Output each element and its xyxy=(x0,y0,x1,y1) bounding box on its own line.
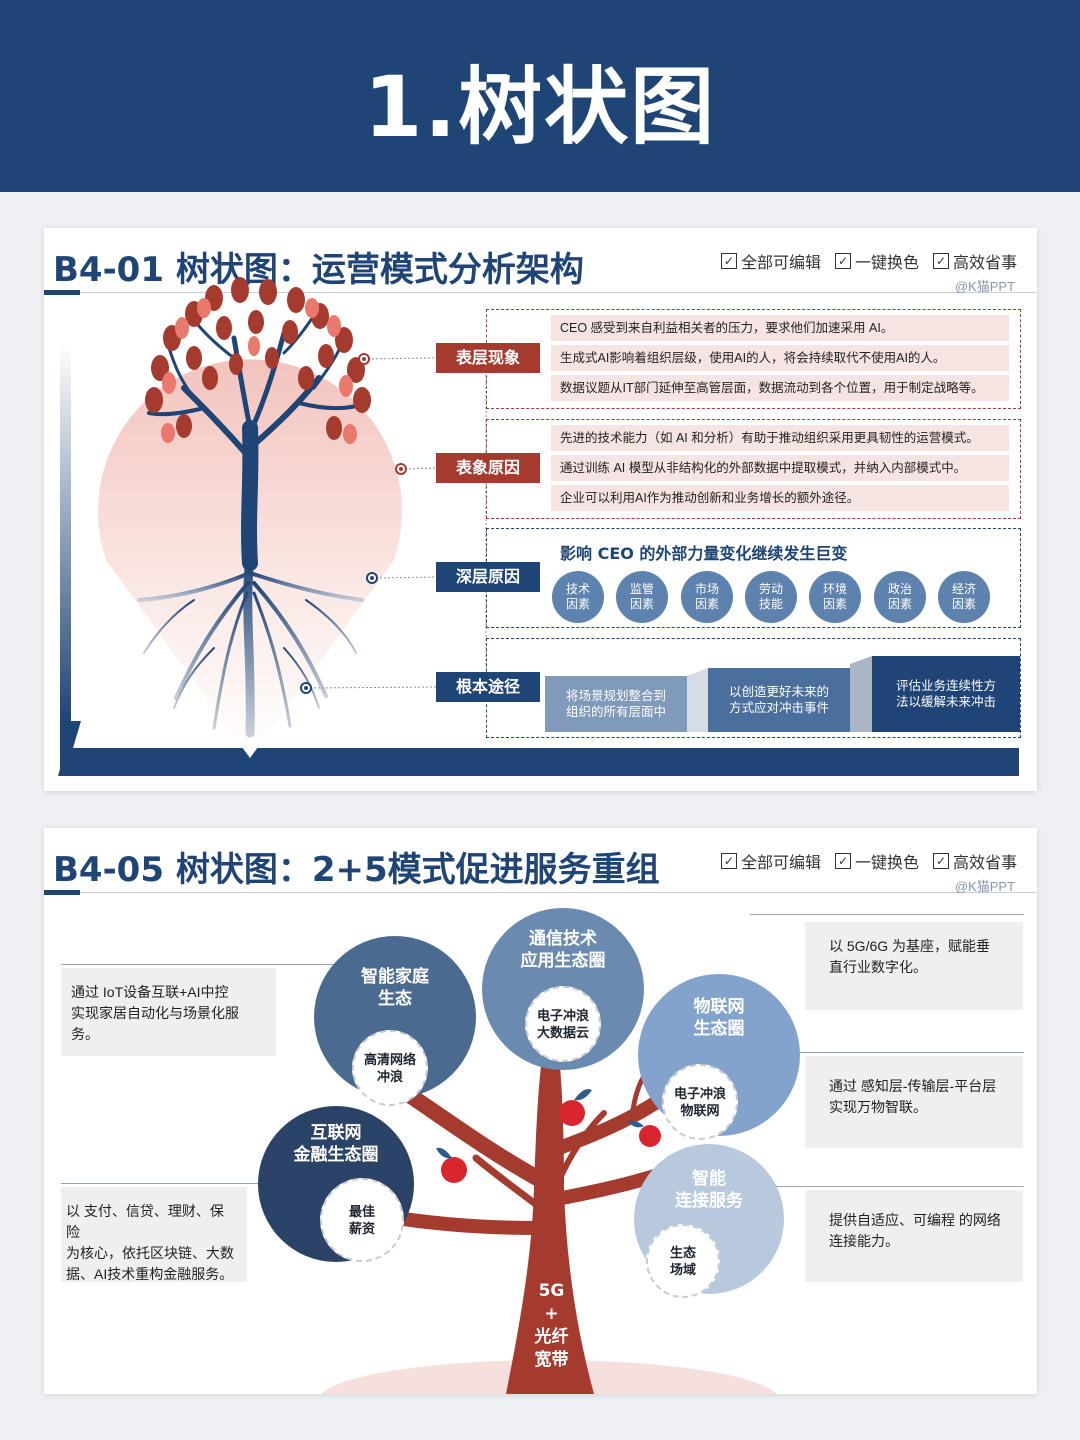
author-credit: @K猫PPT xyxy=(954,879,1015,894)
checkbox-icon: ✓ xyxy=(720,253,737,269)
feature-checklist: ✓全部可编辑 ✓一键换色 ✓高效省事 xyxy=(720,849,1017,873)
factor-circle: 政治因素 xyxy=(874,571,926,623)
title-divider xyxy=(44,292,1037,293)
tree-leaves xyxy=(145,277,371,444)
root-step-2: 以创造更好未来的方式应对冲击事件 xyxy=(708,668,850,732)
checkbox-icon: ✓ xyxy=(834,853,851,869)
desc-finance: 以 支付、信贷、理财、保险为核心，依托区块链、大数据、AI技术重构金融服务。 xyxy=(61,1187,247,1282)
bubble-title: 智能连接服务 xyxy=(675,1169,743,1211)
tree-illustration xyxy=(58,277,1019,776)
base-platform xyxy=(58,748,1019,776)
tree-roots xyxy=(137,553,364,738)
apparent-row: 企业可以利用AI作为推动创新和业务增长的额外途径。 xyxy=(551,485,1009,511)
surface-row: 数据议题从IT部门延伸至高管层面，数据流动到各个位置，用于制定战略等。 xyxy=(551,375,1009,401)
divider-line xyxy=(61,1183,291,1184)
page-header: 1.树状图 xyxy=(0,0,1080,192)
left-accent-bar xyxy=(60,343,71,721)
checkbox-icon: ✓ xyxy=(932,253,949,269)
bubble-smart-connection: 智能连接服务 生态场域 xyxy=(634,1144,784,1298)
checkbox-icon: ✓ xyxy=(720,853,737,869)
factor-circle: 市场因素 xyxy=(681,571,733,623)
title-accent-bar xyxy=(44,890,80,895)
checkbox-icon: ✓ xyxy=(834,253,851,269)
author-credit: @K猫PPT xyxy=(954,279,1015,294)
feature-item: ✓全部可编辑 xyxy=(720,849,821,873)
apple-icons xyxy=(436,1089,661,1183)
bubble-inner: 生态场域 xyxy=(646,1224,720,1298)
root-step-1: 将场景规划整合到组织的所有层面中 xyxy=(545,676,687,732)
factor-circle: 监管因素 xyxy=(616,571,668,623)
factor-circle: 经济因素 xyxy=(938,571,990,623)
feature-item: ✓高效省事 xyxy=(932,849,1017,873)
bubble-internet-finance: 互联网金融生态圈 最佳薪资 xyxy=(258,1106,414,1262)
divider-line xyxy=(764,1052,1024,1053)
factor-circle: 环境因素 xyxy=(809,571,861,623)
tree-trunk xyxy=(147,306,358,571)
bubble-title: 通信技术应用生态圈 xyxy=(520,929,606,971)
factor-circle: 劳动技能 xyxy=(745,571,797,623)
bubble-inner: 电子冲浪大数据云 xyxy=(525,986,601,1062)
feature-item: ✓一键换色 xyxy=(834,849,919,873)
feature-item: ✓高效省事 xyxy=(932,249,1017,273)
slide-title: B4-01 树状图：运营模式分析架构 xyxy=(53,250,584,290)
desc-connectivity: 提供自适应、可编程 的网络连接能力。 xyxy=(805,1190,1023,1282)
feature-checklist: ✓全部可编辑 ✓一键换色 ✓高效省事 xyxy=(720,249,1017,273)
level-tag-apparent: 表象原因 xyxy=(436,453,540,483)
divider-line xyxy=(750,914,1024,915)
slide-card-service-restructure: B4-05 树状图：2+5模式促进服务重组 ✓全部可编辑 ✓一键换色 ✓高效省事… xyxy=(44,828,1037,1394)
root-step-3: 评估业务连续性方法以缓解未来冲击 xyxy=(872,656,1020,732)
desc-smart-home: 通过 IoT设备互联+AI中控实现家居自动化与场景化服务。 xyxy=(61,968,276,1056)
bubble-inner: 电子冲浪物联网 xyxy=(662,1064,738,1140)
step-connectors xyxy=(687,656,872,732)
checkbox-icon: ✓ xyxy=(932,853,949,869)
divider-line xyxy=(744,1186,1024,1187)
feature-item: ✓一键换色 xyxy=(834,249,919,273)
slide-title: B4-05 树状图：2+5模式促进服务重组 xyxy=(53,850,660,890)
bubble-communication: 通信技术应用生态圈 电子冲浪大数据云 xyxy=(482,908,644,1070)
divider-line xyxy=(61,964,361,965)
bubble-inner: 高清网络冲浪 xyxy=(352,1030,428,1106)
bubble-title: 物联网生态圈 xyxy=(693,997,745,1039)
surface-row: CEO 感受到来自利益相关者的压力，要求他们加速采用 AI。 xyxy=(551,315,1009,341)
level-tag-root: 根本途径 xyxy=(436,672,540,702)
bubble-inner: 最佳薪资 xyxy=(320,1178,404,1262)
title-divider xyxy=(44,892,1037,893)
connector-dots xyxy=(300,353,407,694)
level-tag-deep: 深层原因 xyxy=(436,562,540,592)
apparent-row: 先进的技术能力（如 AI 和分析）有助于推动组织采用更具韧性的运营模式。 xyxy=(551,425,1009,451)
level-tag-surface: 表层现象 xyxy=(436,343,540,373)
factor-heading: 影响 CEO 的外部力量变化继续发生巨变 xyxy=(560,544,848,563)
feature-item: ✓全部可编辑 xyxy=(720,249,821,273)
slide-card-operating-model: B4-01 树状图：运营模式分析架构 ✓全部可编辑 ✓一键换色 ✓高效省事 @K… xyxy=(44,228,1037,791)
desc-iot: 通过 感知层-传输层-平台层实现万物智联。 xyxy=(805,1056,1023,1148)
page-title: 1.树状图 xyxy=(363,58,717,156)
bubble-title: 互联网金融生态圈 xyxy=(293,1123,379,1165)
surface-row: 生成式AI影响着组织层级，使用AI的人，将会持续取代不使用AI的人。 xyxy=(551,345,1009,371)
tree-trunk xyxy=(506,1048,594,1394)
factor-circle: 技术因素 xyxy=(552,571,604,623)
desc-communication: 以 5G/6G 为基座，赋能垂直行业数字化。 xyxy=(805,922,1023,1010)
bubble-smart-home: 智能家庭生态 高清网络冲浪 xyxy=(314,936,476,1106)
title-accent-bar xyxy=(44,290,80,295)
bubble-iot: 物联网生态圈 电子冲浪物联网 xyxy=(638,974,800,1140)
apparent-row: 通过训练 AI 模型从非结构化的外部数据中提取模式，并纳入内部模式中。 xyxy=(551,455,1009,481)
bubble-title: 智能家庭生态 xyxy=(361,967,429,1009)
trunk-label: 5G+光纤宽带 xyxy=(534,1281,569,1370)
